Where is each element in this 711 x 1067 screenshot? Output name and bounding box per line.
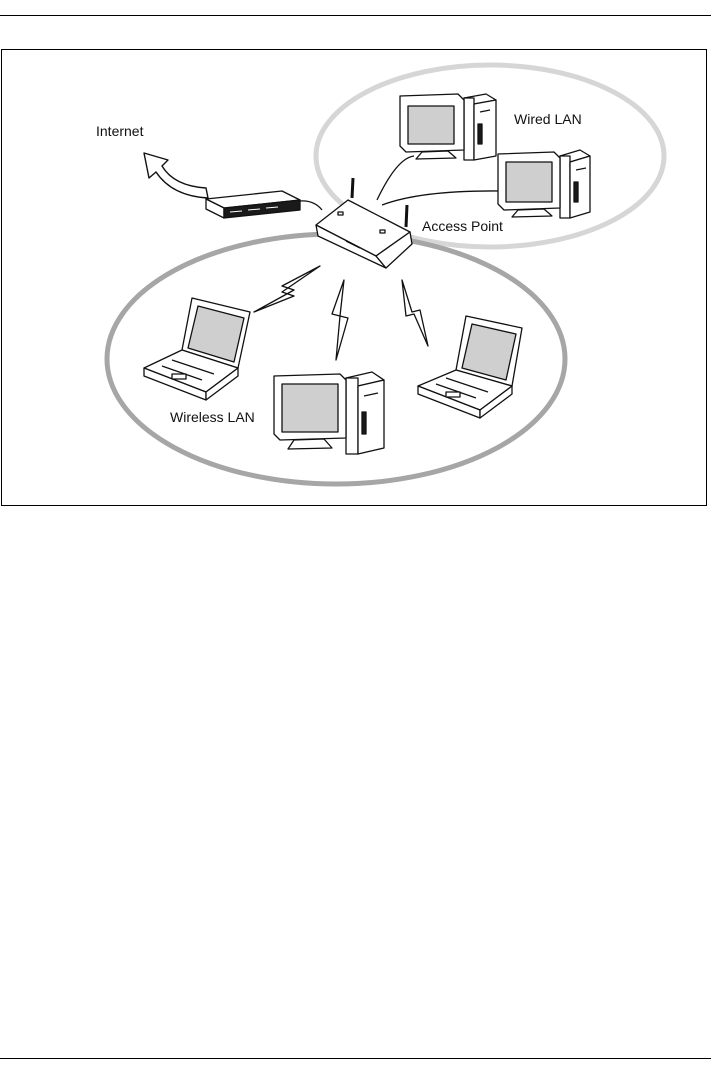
wired-lan-label: Wired LAN xyxy=(514,111,582,127)
page-footer-rule xyxy=(0,1058,711,1059)
laptop-icon xyxy=(144,298,250,400)
desktop-computer-icon xyxy=(498,150,590,218)
wireless-signal-icon xyxy=(402,280,428,346)
wired-cable-1 xyxy=(377,156,414,200)
internet-label: Internet xyxy=(96,123,144,139)
wireless-lan-label: Wireless LAN xyxy=(170,409,255,425)
wired-cable-2 xyxy=(382,191,502,205)
wireless-signal-icon xyxy=(254,266,320,312)
laptop-icon xyxy=(418,316,522,418)
internet-arrow-icon xyxy=(144,153,208,198)
access-point-label: Access Point xyxy=(422,218,503,234)
network-diagram: Internet Wired LAN Access Point Wireless… xyxy=(2,50,706,505)
modem-icon xyxy=(206,191,300,218)
desktop-computer-icon xyxy=(400,94,496,160)
wireless-signal-icon xyxy=(332,280,348,360)
figure-frame: Internet Wired LAN Access Point Wireless… xyxy=(1,49,707,506)
modem-cable xyxy=(300,201,322,210)
page-header-rule xyxy=(0,15,711,16)
desktop-computer-icon xyxy=(274,372,384,454)
